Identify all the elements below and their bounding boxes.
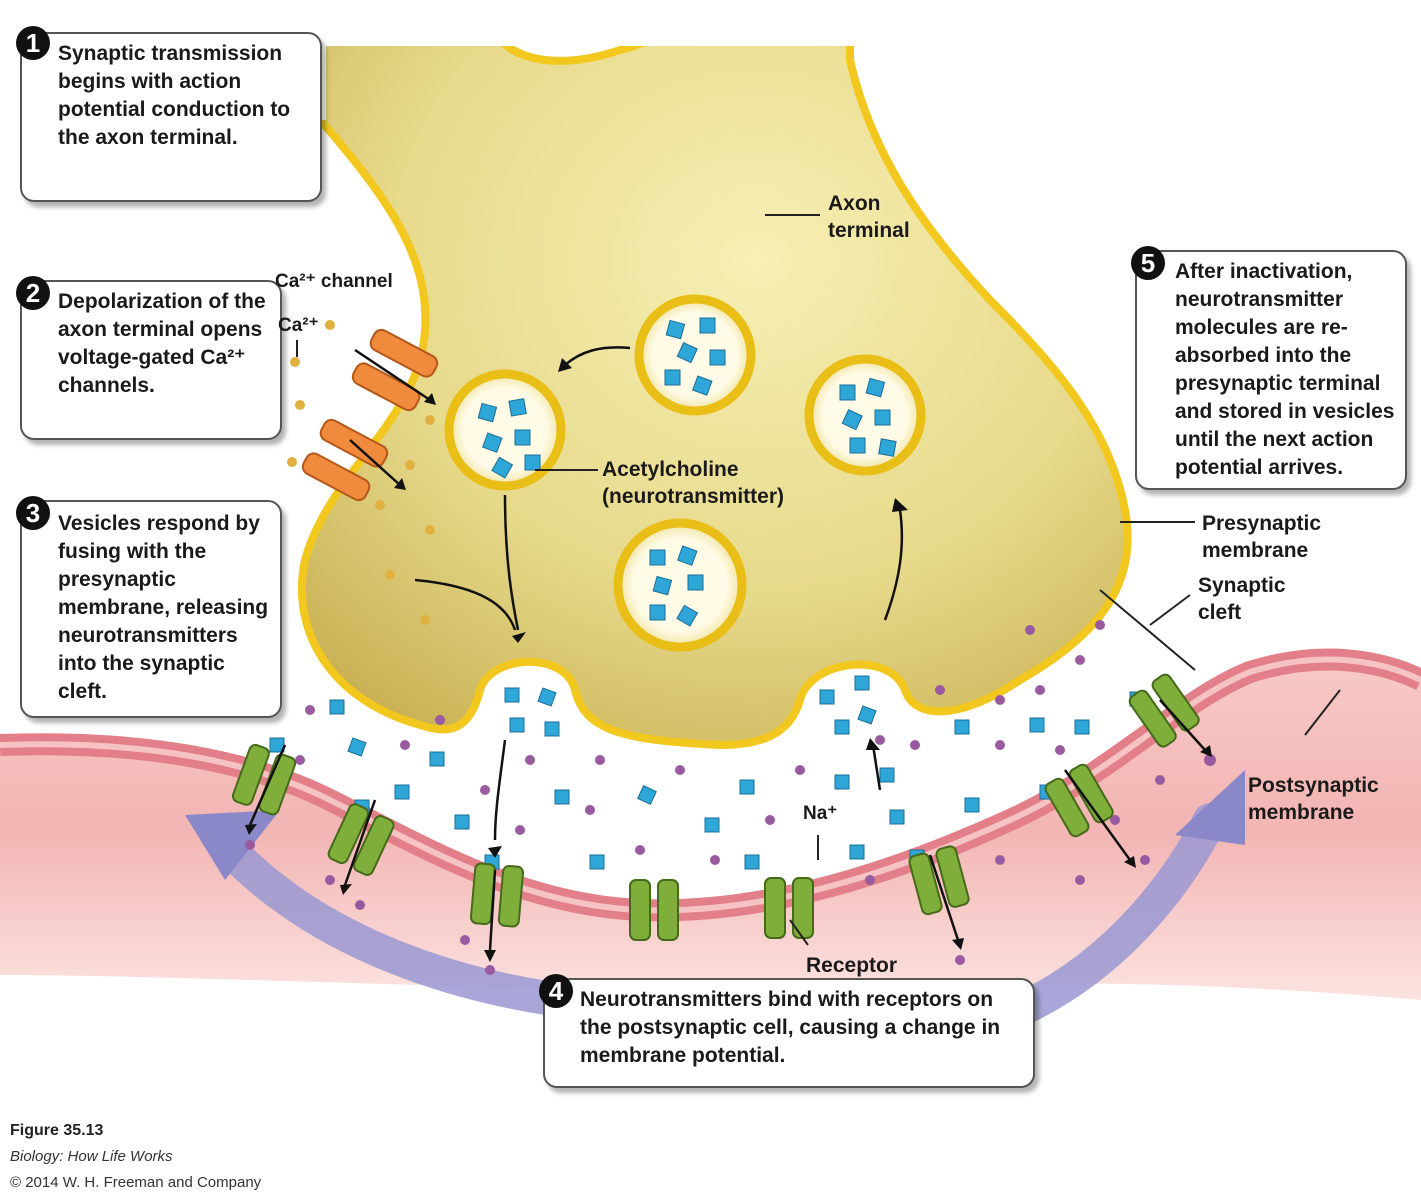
step-3-badge: 3 bbox=[16, 496, 50, 530]
vesicle bbox=[634, 294, 756, 416]
step-3-box bbox=[20, 500, 282, 718]
label-acetylcholine: Acetylcholine (neurotransmitter) bbox=[602, 458, 785, 508]
arrowheads bbox=[245, 358, 1212, 962]
label-na-ion: Na⁺ bbox=[803, 803, 838, 824]
figure-copyright: © 2014 W. H. Freeman and Company bbox=[10, 1174, 262, 1191]
flow-arrow-right bbox=[1013, 803, 1227, 1022]
step-1-text: Synaptic transmission begins with action… bbox=[58, 42, 291, 149]
step-2-badge: 2 bbox=[16, 276, 50, 310]
step-5-text: After inactivation, neurotransmitter mol… bbox=[1175, 260, 1395, 479]
step-2-box bbox=[20, 280, 282, 440]
label-axon-terminal: Axon terminal bbox=[828, 192, 910, 242]
label-presynaptic-membrane: Presynaptic membrane bbox=[1202, 512, 1322, 562]
sodium-ions bbox=[245, 620, 1216, 975]
vesicle bbox=[804, 354, 926, 476]
label-synaptic-cleft: Synaptic cleft bbox=[1198, 574, 1286, 624]
receptors bbox=[231, 673, 1200, 941]
ca-channel bbox=[351, 328, 439, 412]
step-4-text: Neurotransmitters bind with receptors on… bbox=[580, 988, 1001, 1067]
step-4-box bbox=[543, 978, 1035, 1088]
label-postsynaptic-membrane: Postsynaptic membrane bbox=[1248, 774, 1379, 824]
figure-number: Figure 35.13 bbox=[10, 1122, 104, 1139]
step-4-badge: 4 bbox=[539, 974, 573, 1008]
figure-book: Biology: How Life Works bbox=[10, 1148, 173, 1165]
step-3-text: Vesicles respond by fusing with the pres… bbox=[58, 512, 269, 703]
step-1-badge: 1 bbox=[16, 26, 50, 60]
vesicle bbox=[613, 518, 747, 652]
step-2-text: Depolarization of the axon terminal open… bbox=[58, 290, 266, 397]
label-ca-channel: Ca²⁺ channel bbox=[275, 271, 393, 292]
label-receptor: Receptor bbox=[806, 954, 898, 977]
step-5-badge: 5 bbox=[1131, 246, 1165, 280]
step-5-box bbox=[1135, 250, 1407, 490]
postsynaptic-cell bbox=[0, 659, 1421, 1000]
label-ca-ion: Ca²⁺ bbox=[278, 315, 319, 336]
step-1-box bbox=[20, 32, 322, 202]
leader-lines bbox=[296, 214, 1341, 946]
process-arrows bbox=[248, 346, 1206, 951]
